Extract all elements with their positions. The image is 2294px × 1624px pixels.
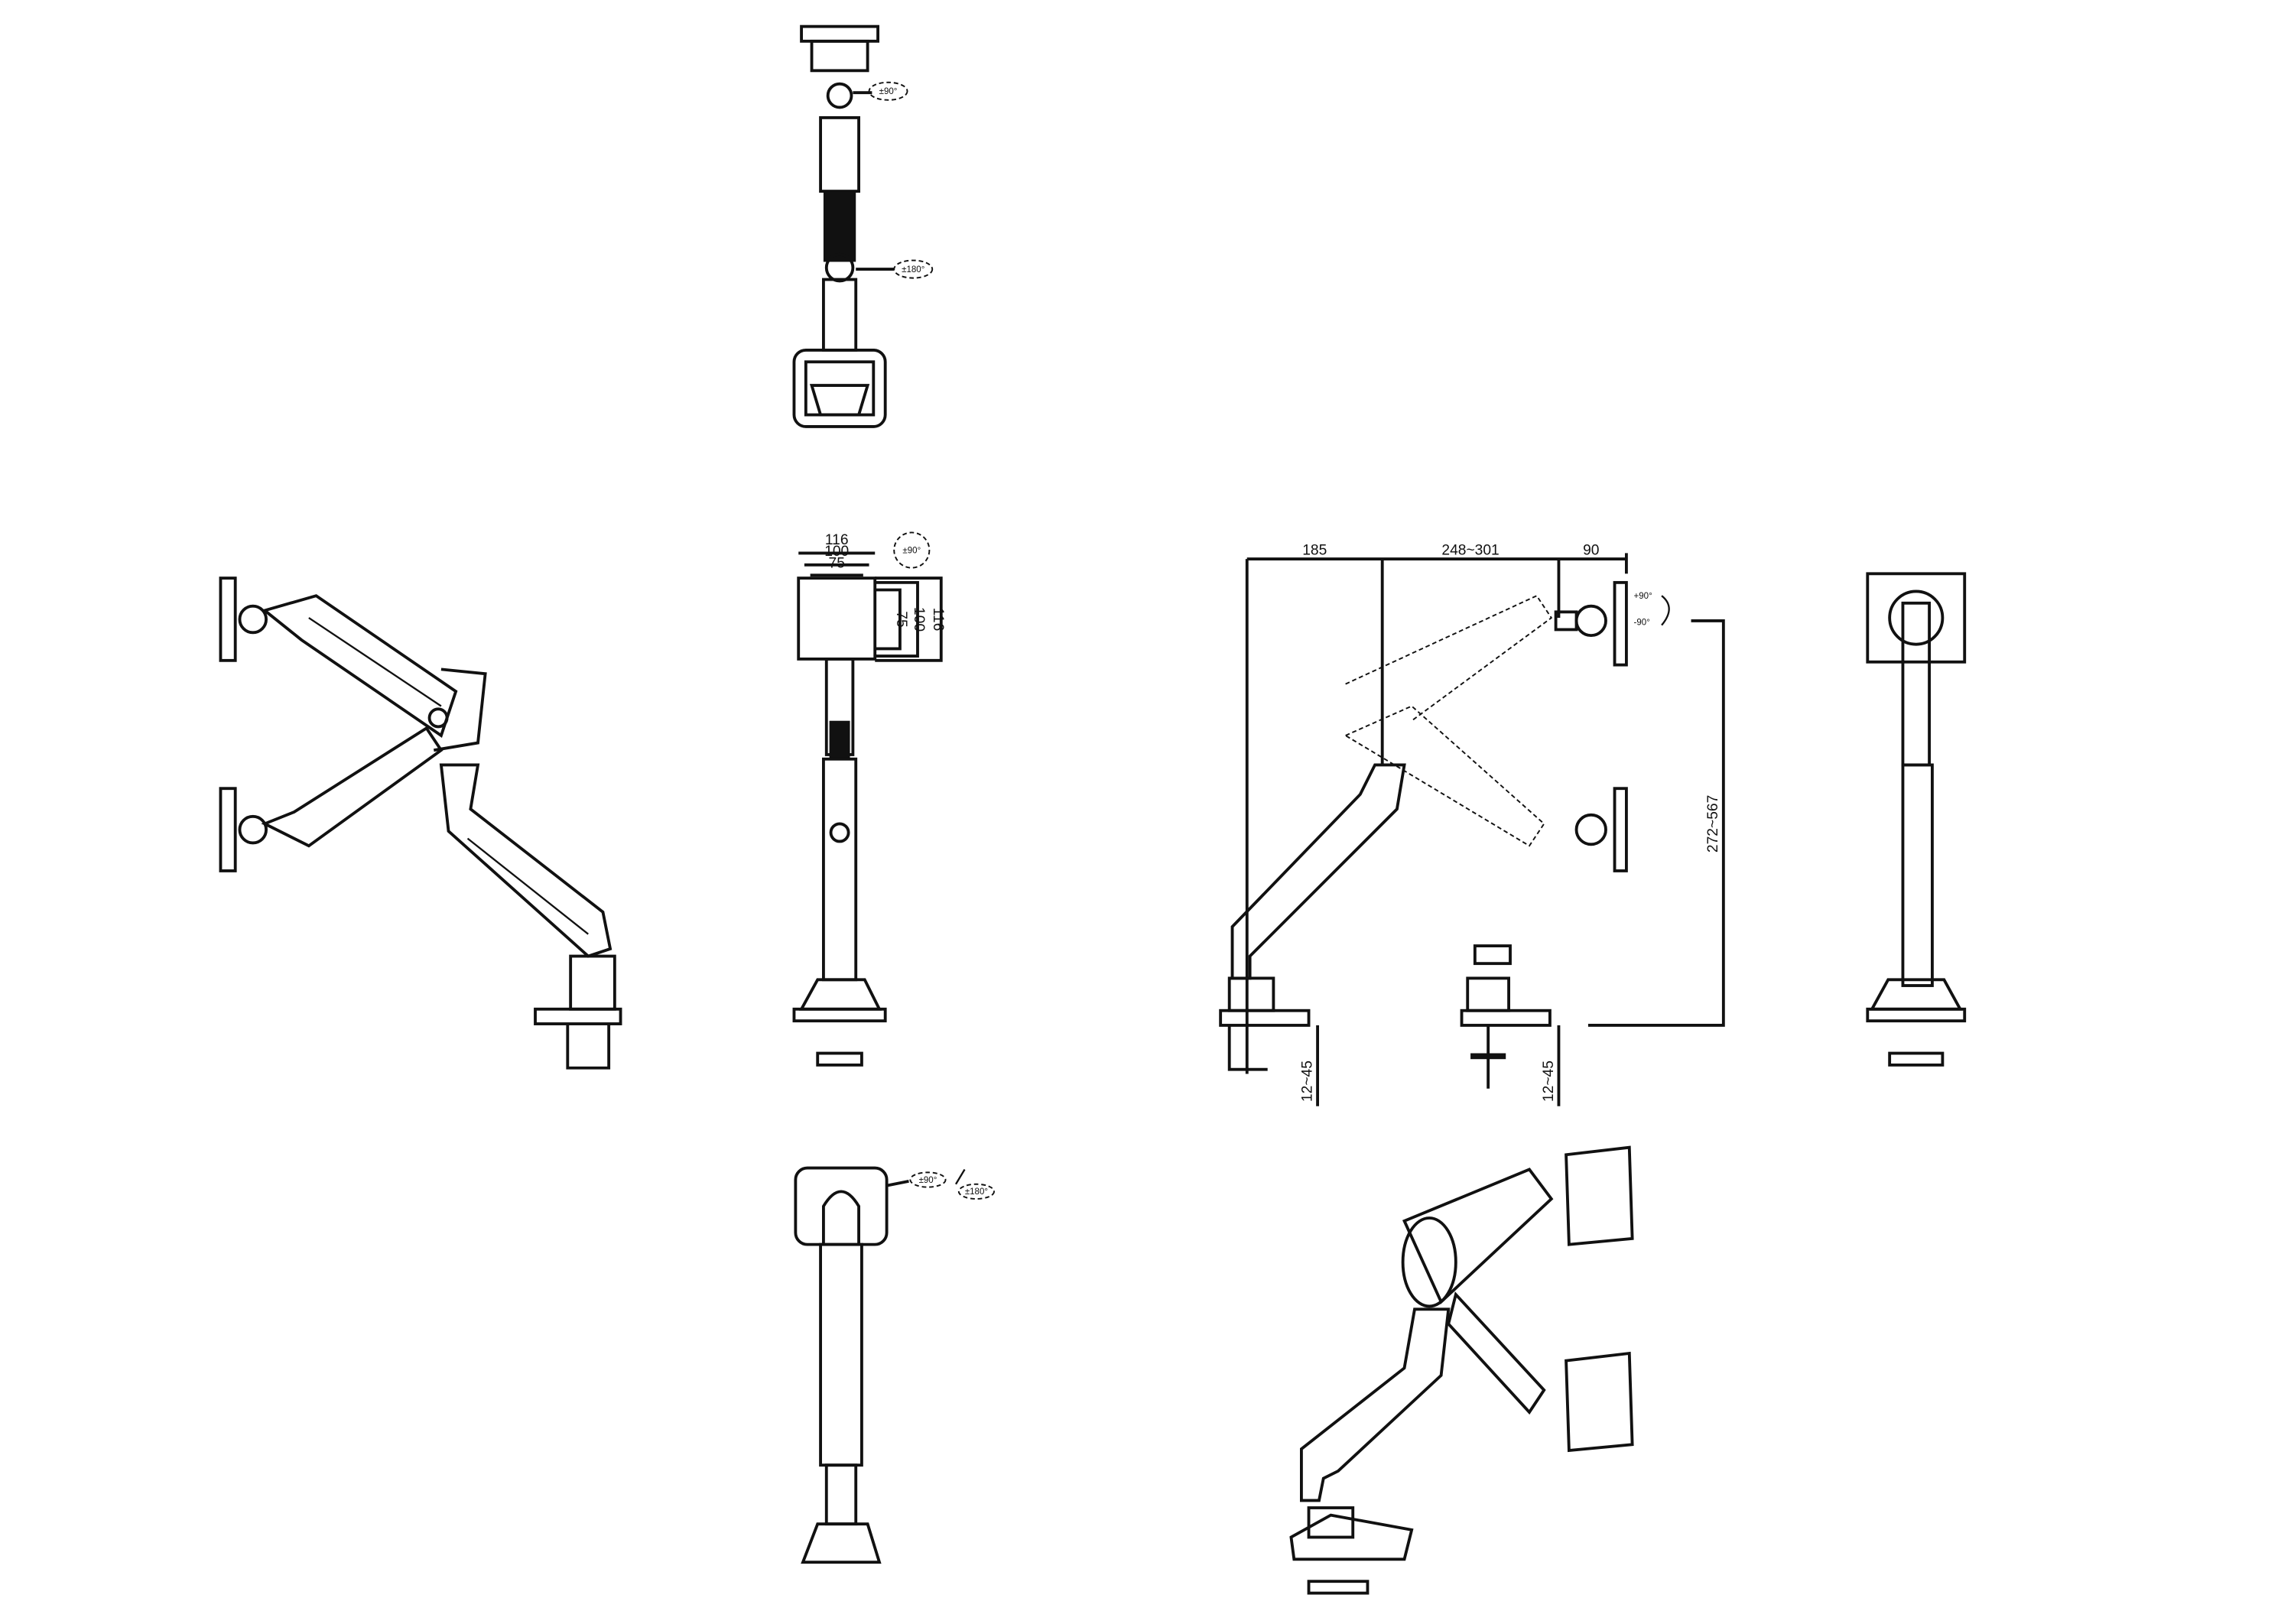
- height-range-label: 272~567: [1705, 795, 1721, 853]
- clamp-thickness-label-2: 12~45: [1541, 1060, 1557, 1102]
- depth-base-label: 185: [1302, 542, 1327, 558]
- tilt-up-label: +90°: [1634, 592, 1652, 601]
- right-side-view: 185 248~301 90 +90° -90° 12~45 12~45 272…: [1219, 542, 1725, 1106]
- vesa-height-inner: 75: [893, 611, 909, 627]
- depth-arm-label: 248~301: [1441, 542, 1499, 558]
- rotation-label-upper: ±90°: [879, 87, 898, 96]
- front-view: 116 100 75 75 100 116 ±90°: [792, 531, 946, 1067]
- bottom-rotation-label-upper: ±90°: [919, 1176, 937, 1185]
- vesa-width-inner: 75: [829, 556, 845, 572]
- isometric-view: [1289, 1145, 1634, 1595]
- vesa-height-outer: 116: [930, 608, 946, 632]
- top-view: ±90° ±180°: [792, 24, 934, 428]
- vesa-width-outer: 116: [825, 532, 849, 548]
- rotation-label-lower: ±180°: [902, 265, 924, 274]
- left-side-view: [219, 577, 622, 1070]
- depth-head-label: 90: [1583, 542, 1599, 558]
- tilt-down-label: -90°: [1634, 619, 1650, 628]
- vesa-height-mid: 100: [911, 607, 927, 632]
- rear-view: [1866, 572, 1967, 1067]
- bottom-view: ±90° ±180°: [794, 1166, 995, 1564]
- front-rotation-label: ±90°: [902, 546, 921, 555]
- vesa-width-mid: 100: [824, 544, 849, 560]
- clamp-thickness-label-1: 12~45: [1299, 1060, 1315, 1102]
- bottom-rotation-label-lower: ±180°: [965, 1187, 988, 1197]
